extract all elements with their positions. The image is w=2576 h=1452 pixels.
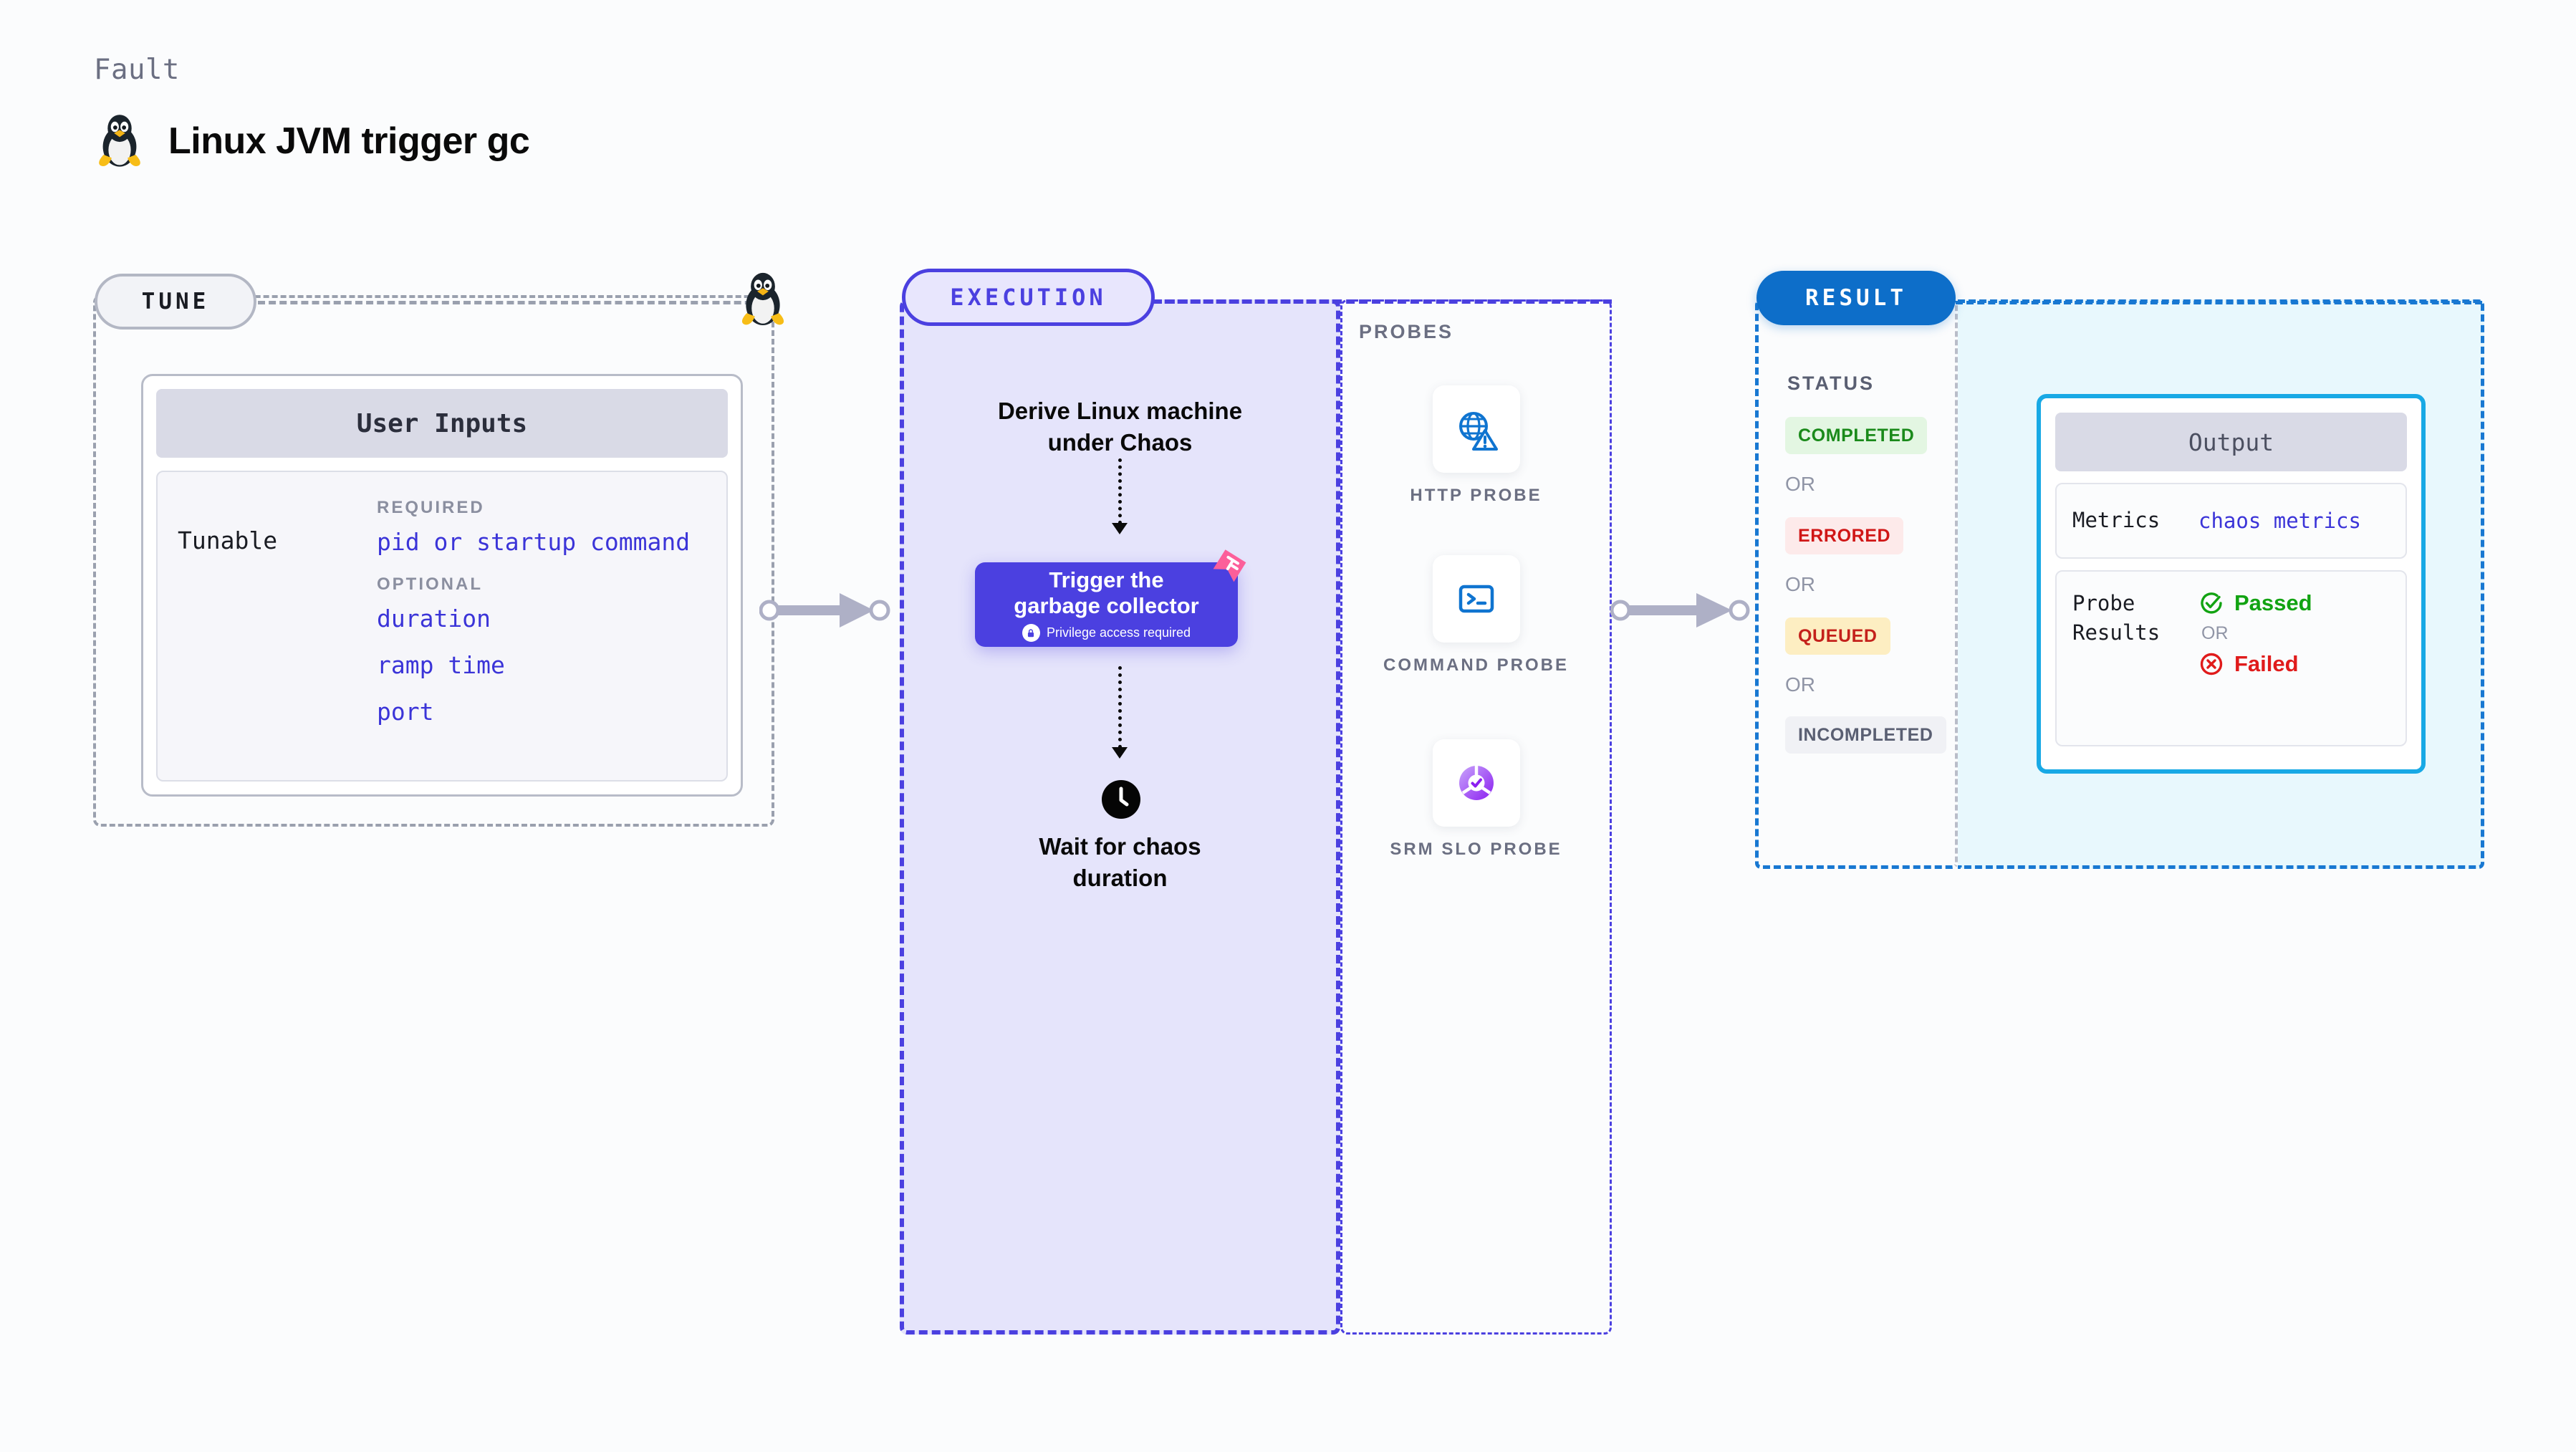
execution-step-wait-duration: Wait for chaos duration	[1039, 833, 1201, 891]
terminal-icon	[1458, 585, 1494, 613]
tunable-values: REQUIRED pid or startup command OPTIONAL…	[371, 498, 706, 754]
status-badge-queued: QUEUED	[1785, 617, 1890, 655]
tunable-pid-or-startup-command[interactable]: pid or startup command	[377, 528, 691, 556]
user-inputs-card: User Inputs Tunable REQUIRED pid or star…	[141, 374, 743, 797]
output-metrics-value[interactable]: chaos metrics	[2198, 509, 2361, 533]
tunable-row: Tunable REQUIRED pid or startup command …	[156, 471, 728, 782]
privilege-notice-text: Privilege access required	[1046, 625, 1191, 640]
output-card-title: Output	[2055, 413, 2407, 471]
pink-ribbon-icon	[1213, 549, 1246, 582]
tunable-duration[interactable]: duration	[377, 605, 491, 633]
tune-pill-label[interactable]: TUNE	[95, 274, 256, 330]
result-panel-top-dash	[1956, 301, 2482, 304]
probe-result-or: OR	[2201, 623, 2229, 643]
probe-command[interactable]: COMMAND PROBE	[1340, 555, 1612, 677]
probe-result-passed-label: Passed	[2234, 590, 2312, 615]
output-probe-results-label: Probe Results	[2072, 591, 2161, 645]
user-inputs-title: User Inputs	[156, 389, 728, 458]
probe-result-passed: Passed	[2198, 590, 2312, 616]
slo-check-icon	[1458, 766, 1494, 800]
status-or-1: OR	[1785, 473, 1815, 495]
output-metrics-label: Metrics	[2072, 508, 2161, 533]
execution-node-title: Trigger the garbage collector	[1014, 567, 1199, 618]
probe-command-label: COMMAND PROBE	[1383, 655, 1569, 675]
tune-panel	[93, 295, 774, 827]
probe-srm-slo[interactable]: SRM SLO PROBE	[1340, 739, 1612, 861]
execution-node-trigger-gc[interactable]: Trigger the garbage collector Privilege …	[975, 562, 1238, 647]
required-kicker: REQUIRED	[377, 498, 485, 517]
execution-panel-top-dash	[1153, 299, 1612, 304]
output-probe-results-row: Probe Results Passed OR Failed	[2055, 570, 2407, 746]
probe-result-failed-label: Failed	[2234, 651, 2299, 676]
arrow-tune-to-execution	[759, 593, 890, 628]
output-probe-results-values: Passed OR Failed	[2198, 589, 2312, 728]
execution-step-derive-machine: Derive Linux machine under Chaos	[997, 398, 1243, 456]
probe-srm-slo-tile[interactable]	[1432, 739, 1520, 827]
flow-arrow-down-2	[1109, 666, 1130, 759]
linux-penguin-icon	[99, 115, 140, 167]
arrow-probes-to-result	[1610, 593, 1750, 628]
optional-kicker: OPTIONAL	[377, 574, 483, 594]
globe-alert-icon	[1458, 412, 1498, 451]
status-or-3: OR	[1785, 673, 1815, 696]
probe-srm-slo-label: SRM SLO PROBE	[1390, 840, 1562, 859]
tunable-ramp-time[interactable]: ramp time	[377, 651, 505, 679]
probe-command-tile[interactable]	[1432, 555, 1520, 643]
probes-section-label: PROBES	[1359, 321, 1454, 342]
status-badge-incompleted: INCOMPLETED	[1785, 716, 1946, 754]
execution-pill-label[interactable]: EXECUTION	[902, 269, 1155, 326]
check-circle-icon	[2201, 592, 2222, 614]
probe-http-label: HTTP PROBE	[1410, 486, 1542, 505]
status-or-2: OR	[1785, 573, 1815, 595]
privilege-notice: Privilege access required	[1022, 624, 1191, 643]
page-title-row: Linux JVM trigger gc	[94, 113, 530, 169]
output-card: Output Metrics chaos metrics Probe Resul…	[2037, 394, 2426, 774]
fault-eyebrow: Fault	[94, 54, 180, 86]
result-pill-label[interactable]: RESULT	[1756, 271, 1956, 325]
clock-icon	[1102, 780, 1140, 819]
lock-icon	[1022, 624, 1040, 643]
linux-penguin-icon	[741, 272, 784, 325]
result-panel	[1755, 299, 1958, 869]
output-metrics-row: Metrics chaos metrics	[2055, 483, 2407, 559]
probe-http-tile[interactable]	[1432, 385, 1520, 473]
probe-http[interactable]: HTTP PROBE	[1340, 385, 1612, 507]
status-badge-completed: COMPLETED	[1785, 417, 1928, 454]
tunable-port[interactable]: port	[377, 698, 434, 726]
tunable-label: Tunable	[178, 527, 278, 554]
status-section-label: STATUS	[1787, 372, 1875, 394]
status-badge-errored: ERRORED	[1785, 517, 1904, 554]
tune-panel-top-dash	[258, 301, 774, 304]
x-circle-icon	[2200, 653, 2223, 675]
flow-arrow-down-1	[1109, 458, 1130, 534]
page-title: Linux JVM trigger gc	[168, 120, 530, 162]
probe-result-failed: Failed	[2198, 651, 2312, 677]
